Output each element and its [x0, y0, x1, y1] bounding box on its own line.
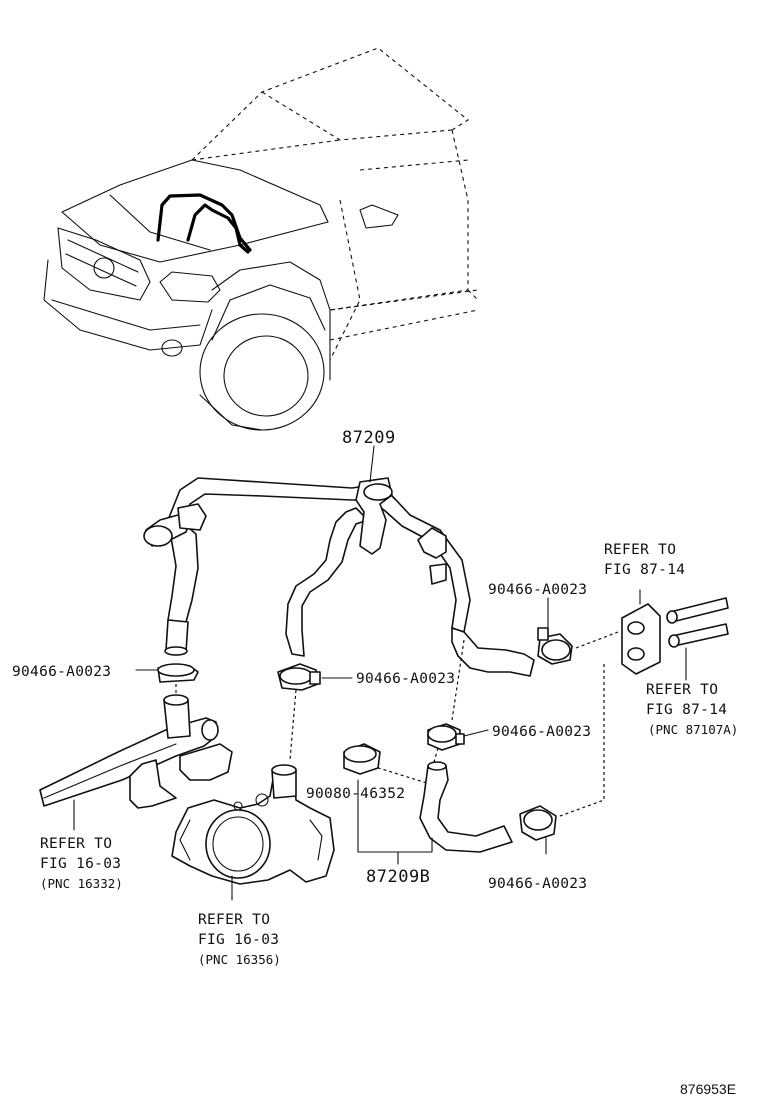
- truck-illustration: [43, 47, 479, 431]
- label-90466-left: 90466-A0023: [12, 664, 111, 680]
- label-90080-46352: 90080-46352: [306, 786, 405, 802]
- label-87209b: 87209B: [366, 867, 430, 887]
- ref-87-14-b-line1: REFER TO: [646, 682, 718, 698]
- ref-87-14-a-line2: FIG 87-14: [604, 562, 685, 578]
- ref-16-03-b-line2: FIG 16-03: [198, 932, 279, 948]
- callout-labels: 87209 90466-A0023 90466-A0023 90466-A002…: [12, 428, 591, 892]
- label-90466-right-lower: 90466-A0023: [488, 876, 587, 892]
- label-90466-middle: 90466-A0023: [356, 671, 455, 687]
- ref-87-14-a-line1: REFER TO: [604, 542, 676, 558]
- leader-lines: [135, 445, 549, 737]
- diagram-code: 876953E: [680, 1081, 736, 1097]
- lower-pipe-and-housing: [39, 694, 557, 901]
- ref-16-03-b-line3: (PNC 16356): [198, 952, 281, 967]
- ref-16-03-a-line2: FIG 16-03: [40, 856, 121, 872]
- label-90466-right-middle: 90466-A0023: [492, 724, 591, 740]
- refer-notes: REFER TO FIG 87-14 REFER TO FIG 87-14 (P…: [40, 542, 738, 967]
- label-90466-right-upper: 90466-A0023: [488, 582, 587, 598]
- ref-16-03-b-line1: REFER TO: [198, 912, 270, 928]
- grommet-and-pipes: [621, 589, 729, 681]
- label-87209: 87209: [342, 428, 396, 448]
- heater-hose-assembly: [143, 477, 573, 691]
- ref-16-03-a-line1: REFER TO: [40, 836, 112, 852]
- ref-16-03-a-line3: (PNC 16332): [40, 876, 123, 891]
- ref-87-14-b-line3: (PNC 87107A): [648, 722, 738, 737]
- ref-87-14-b-line2: FIG 87-14: [646, 702, 727, 718]
